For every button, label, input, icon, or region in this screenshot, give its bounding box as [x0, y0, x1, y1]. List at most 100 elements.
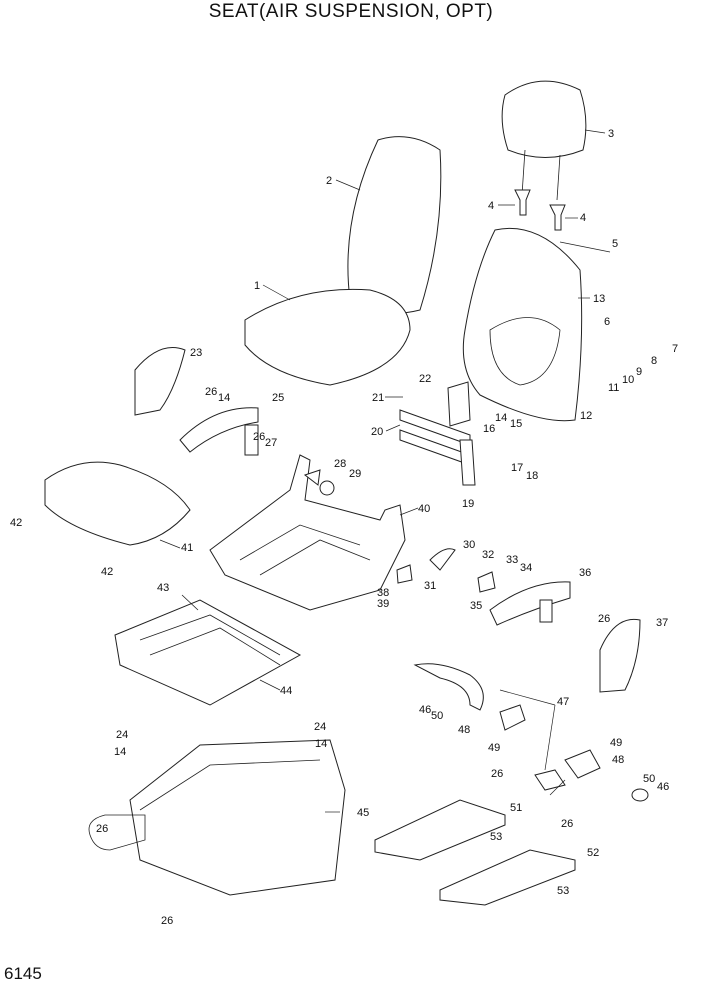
callout-53-a: 53: [490, 831, 502, 843]
callout-labels: 1 2 3 4 4 5 6 7 8 9 10 11 12 13 14 15 16…: [10, 128, 678, 927]
callout-13: 13: [593, 293, 605, 305]
callout-49-b: 49: [610, 737, 622, 749]
callout-42-a: 42: [10, 517, 22, 529]
callout-24-a: 24: [116, 729, 128, 741]
callout-14-d: 14: [315, 738, 327, 750]
diagram-title: SEAT(AIR SUSPENSION, OPT): [208, 1, 494, 22]
armrest-left: [179, 407, 259, 453]
seatbelt-anchor: [413, 663, 484, 711]
callout-26-c: 26: [598, 613, 610, 625]
callout-29: 29: [349, 468, 361, 480]
callout-53-b: 53: [557, 885, 569, 897]
callout-26-e: 26: [96, 823, 108, 835]
seatbelt-buckle: [534, 769, 566, 791]
callout-26-g: 26: [161, 915, 173, 927]
callout-49-a: 49: [488, 742, 500, 754]
callout-23: 23: [190, 347, 202, 359]
callout-35: 35: [470, 600, 482, 612]
leader-lines: [159, 129, 611, 813]
callout-26-a: 26: [205, 386, 217, 398]
callout-28: 28: [334, 458, 346, 470]
callout-30: 30: [463, 539, 475, 551]
callout-8: 8: [651, 355, 657, 367]
handle-31: [396, 564, 413, 584]
callout-24-b: 24: [314, 721, 326, 733]
callout-19: 19: [462, 498, 474, 510]
callout-7: 7: [672, 343, 678, 355]
clip-28: [303, 469, 321, 486]
callout-14-a: 14: [495, 412, 507, 424]
callout-43: 43: [157, 582, 169, 594]
callout-46-a: 46: [419, 704, 431, 716]
callout-36: 36: [579, 567, 591, 579]
knob-29: [319, 480, 335, 496]
page-number: 6145: [4, 964, 42, 983]
side-cover-left: [134, 347, 186, 416]
callout-17: 17: [511, 462, 523, 474]
bracket-19: [459, 439, 476, 486]
callout-26-f: 26: [561, 818, 573, 830]
callout-27: 27: [265, 437, 277, 449]
lever-30: [429, 548, 456, 571]
backrest-cushion: [347, 136, 442, 314]
rail-52: [439, 849, 576, 906]
callout-26-d: 26: [491, 768, 503, 780]
side-cover-right: [599, 618, 641, 693]
plate-35: [477, 571, 496, 593]
callout-51: 51: [510, 802, 522, 814]
callout-40: 40: [418, 503, 430, 515]
callout-41: 41: [181, 542, 193, 554]
callout-15: 15: [510, 418, 522, 430]
callout-39: 39: [377, 598, 389, 610]
callout-48-a: 48: [458, 724, 470, 736]
seat-pan-cover: [44, 461, 191, 546]
callout-14-b: 14: [218, 392, 230, 404]
callout-42-b: 42: [101, 566, 113, 578]
spring-43: [181, 594, 199, 611]
lumbar-pad: [447, 381, 471, 427]
callout-48-b: 48: [612, 754, 624, 766]
callout-4a: 4: [488, 200, 494, 212]
callout-6: 6: [604, 316, 610, 328]
callout-4b: 4: [580, 212, 586, 224]
callout-44: 44: [280, 685, 292, 697]
callout-16: 16: [483, 423, 495, 435]
callout-33: 33: [506, 554, 518, 566]
callout-45: 45: [357, 807, 369, 819]
callout-50-b: 50: [643, 773, 655, 785]
callout-10: 10: [622, 374, 634, 386]
callout-34: 34: [520, 562, 532, 574]
callout-31: 31: [424, 580, 436, 592]
callout-37: 37: [656, 617, 668, 629]
callout-11: 11: [608, 382, 619, 394]
callout-3: 3: [608, 128, 614, 140]
callout-38: 38: [377, 587, 389, 599]
callout-12: 12: [580, 410, 592, 422]
headrest: [501, 80, 587, 201]
headrest-guide-left: [514, 189, 531, 216]
callout-25: 25: [272, 392, 284, 404]
armrest-right: [489, 581, 571, 626]
air-suspension-base: [129, 739, 346, 896]
callout-21: 21: [372, 392, 384, 404]
callout-50-a: 50: [431, 710, 443, 722]
callout-9: 9: [636, 366, 642, 378]
callout-1: 1: [254, 280, 260, 292]
headrest-guide-right: [549, 204, 566, 231]
callout-32: 32: [482, 549, 494, 561]
callout-52: 52: [587, 847, 599, 859]
rail-51: [374, 799, 506, 861]
callout-46-b: 46: [657, 781, 669, 793]
seat-frame: [209, 454, 406, 611]
backrest-frame: [462, 227, 583, 422]
callout-26-b: 26: [253, 431, 265, 443]
callout-14-c: 14: [114, 746, 126, 758]
cap-46: [631, 788, 649, 802]
callout-47: 47: [557, 696, 569, 708]
callout-20: 20: [371, 426, 383, 438]
callout-18: 18: [526, 470, 538, 482]
slide-rail-base: [114, 599, 302, 706]
seat-cushion: [244, 288, 411, 386]
seatbelt-tongue: [499, 704, 526, 731]
